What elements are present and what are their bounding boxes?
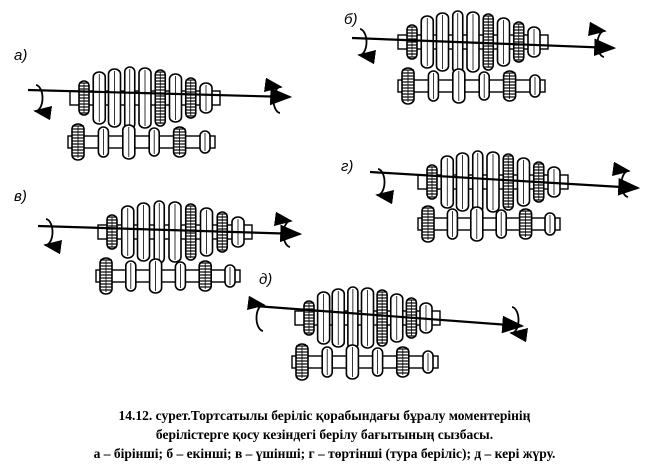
panel-label-b: б) — [344, 11, 357, 28]
panel-label-a: а) — [14, 47, 27, 64]
assembly-a — [27, 66, 293, 161]
panel-label-v: в) — [14, 188, 27, 205]
caption-line-3: а – бірінші; б – екінші; в – үшінші; г –… — [93, 446, 556, 461]
assembly-d — [247, 286, 528, 381]
panel-label-d: д) — [259, 271, 272, 288]
caption-line-1: 14.12. сурет.Тортсатылы беріліс қорабынд… — [118, 408, 531, 423]
caption-line-2: берілістерге қосу кезіндегі берілу бағыт… — [155, 427, 494, 442]
assembly-b — [351, 10, 617, 105]
assembly-g — [369, 150, 641, 243]
panel-label-g: г) — [341, 158, 353, 175]
gearbox-diagram: а) б) в) г) д) — [14, 10, 641, 381]
figure-caption: 14.12. сурет.Тортсатылы беріліс қорабынд… — [0, 406, 649, 463]
assembly-v — [37, 200, 303, 295]
